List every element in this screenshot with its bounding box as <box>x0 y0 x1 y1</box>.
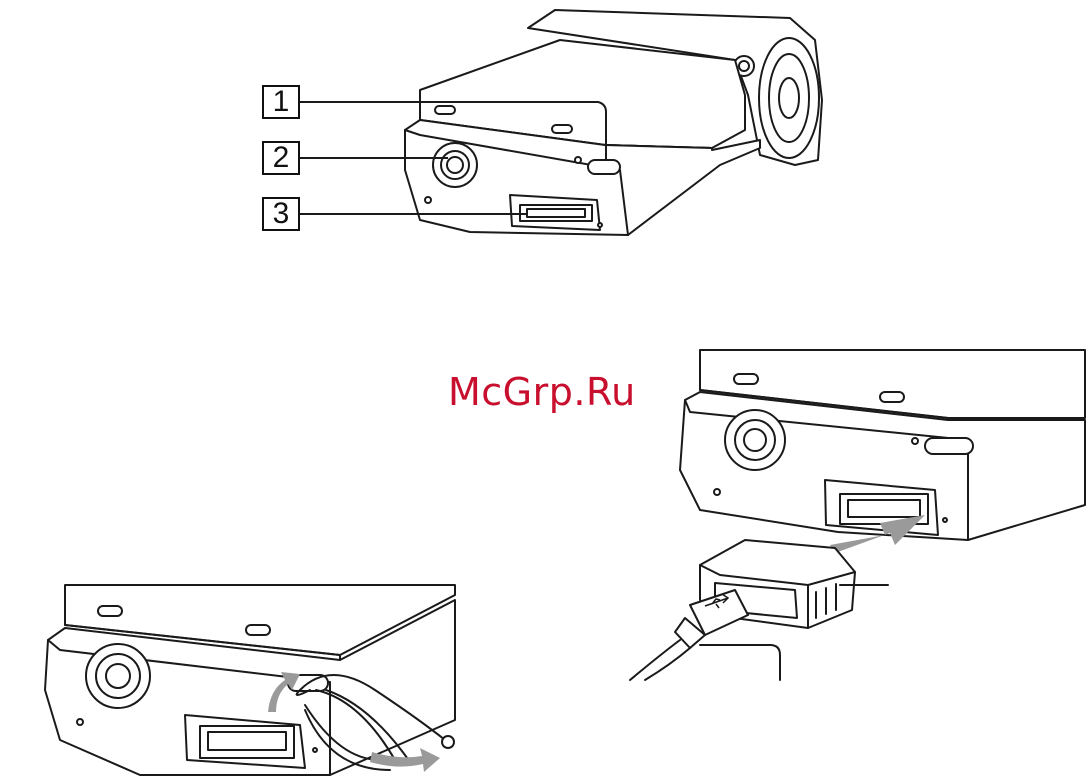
watermark-text: McGrp.Ru <box>448 370 636 414</box>
